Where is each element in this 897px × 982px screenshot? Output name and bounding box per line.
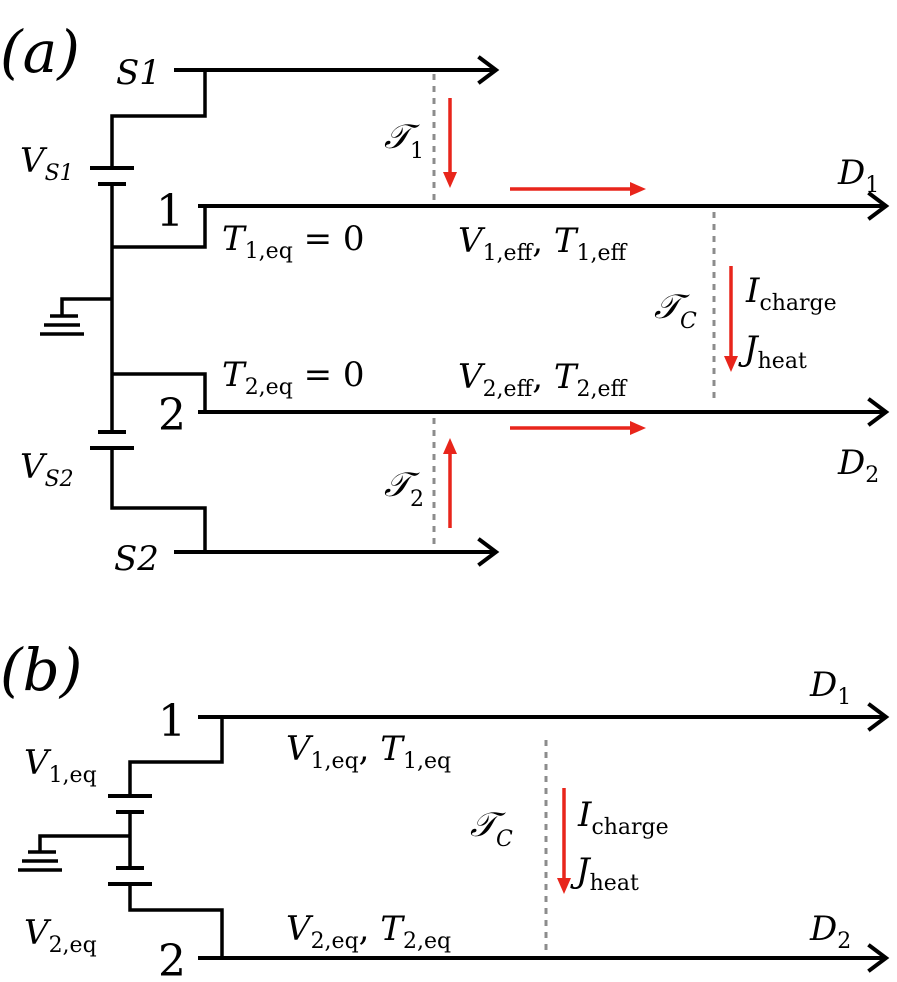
eff2-label: V2,eff, T2,eff [458,357,628,402]
tunnel-arrow-2 [443,438,457,528]
edge2-arrowhead [867,397,890,427]
edge2-label-b: 2 [158,936,186,982]
tauc-label: 𝒯C [654,287,697,334]
s2-wire [110,448,207,552]
eq2-label: V2,eq, T2,eq [286,909,451,954]
vs2-label: VS2 [20,447,74,492]
vs1-label: VS1 [20,141,74,186]
tunnel-arrow-1 [443,98,457,188]
drain1-label-b: D1 [809,665,851,710]
t1eq-label: T1,eq = 0 [222,219,365,264]
edge1-label: 1 [156,186,184,237]
v1-wire-b [128,717,224,796]
jheat-label-a: Jheat [738,329,807,374]
t2eq-label: T2,eq = 0 [222,355,365,400]
edge1-arrowhead [867,191,890,221]
bus-to-edge1 [112,206,207,249]
flow-arrow-1 [510,182,646,196]
eff1-label: V1,eff, T1,eff [458,221,628,266]
panel-a: (a) S1 VS1 VS2 S2 1 D [0,18,890,579]
current-arrow-a [724,266,738,372]
drain2-label: D2 [837,443,879,488]
edge2-arrowhead-b [867,943,890,973]
s1-wire [110,70,207,168]
source-s2-arrowhead [477,537,500,567]
edge1-arrowhead-b [867,702,890,732]
panel-b: (b) 1 D1 2 D2 V1,eq V2,eq V1,eq, T1,eq [0,636,890,982]
v1eq-label: V1,eq [24,743,97,788]
tau1-label: 𝒯1 [384,117,424,164]
source-s1-label: S1 [116,53,161,93]
edge2-label: 2 [158,390,186,441]
flow-arrow-2 [510,421,646,435]
panel-b-label: (b) [0,636,82,704]
v2-wire-b [128,884,224,958]
source-s2-label: S2 [114,539,159,579]
current-arrow-b [557,788,571,894]
panel-a-label: (a) [0,18,80,86]
drain2-label-b: D2 [809,909,851,954]
icharge-label-a: Icharge [745,271,837,316]
tau2-label: 𝒯2 [384,465,424,512]
drain1-label: D1 [837,153,879,198]
v2eq-label: V2,eq [24,913,97,958]
jheat-label-b: Jheat [570,851,639,896]
ground-icon-b [18,834,130,872]
tauc-label-b: 𝒯C [470,805,513,852]
source-s1-arrowhead [477,55,500,85]
eq1-label: V1,eq, T1,eq [286,729,451,774]
edge1-label-b: 1 [158,696,186,747]
ground-icon [40,297,112,336]
bus-to-edge2 [112,372,207,412]
icharge-label-b: Icharge [577,795,669,840]
